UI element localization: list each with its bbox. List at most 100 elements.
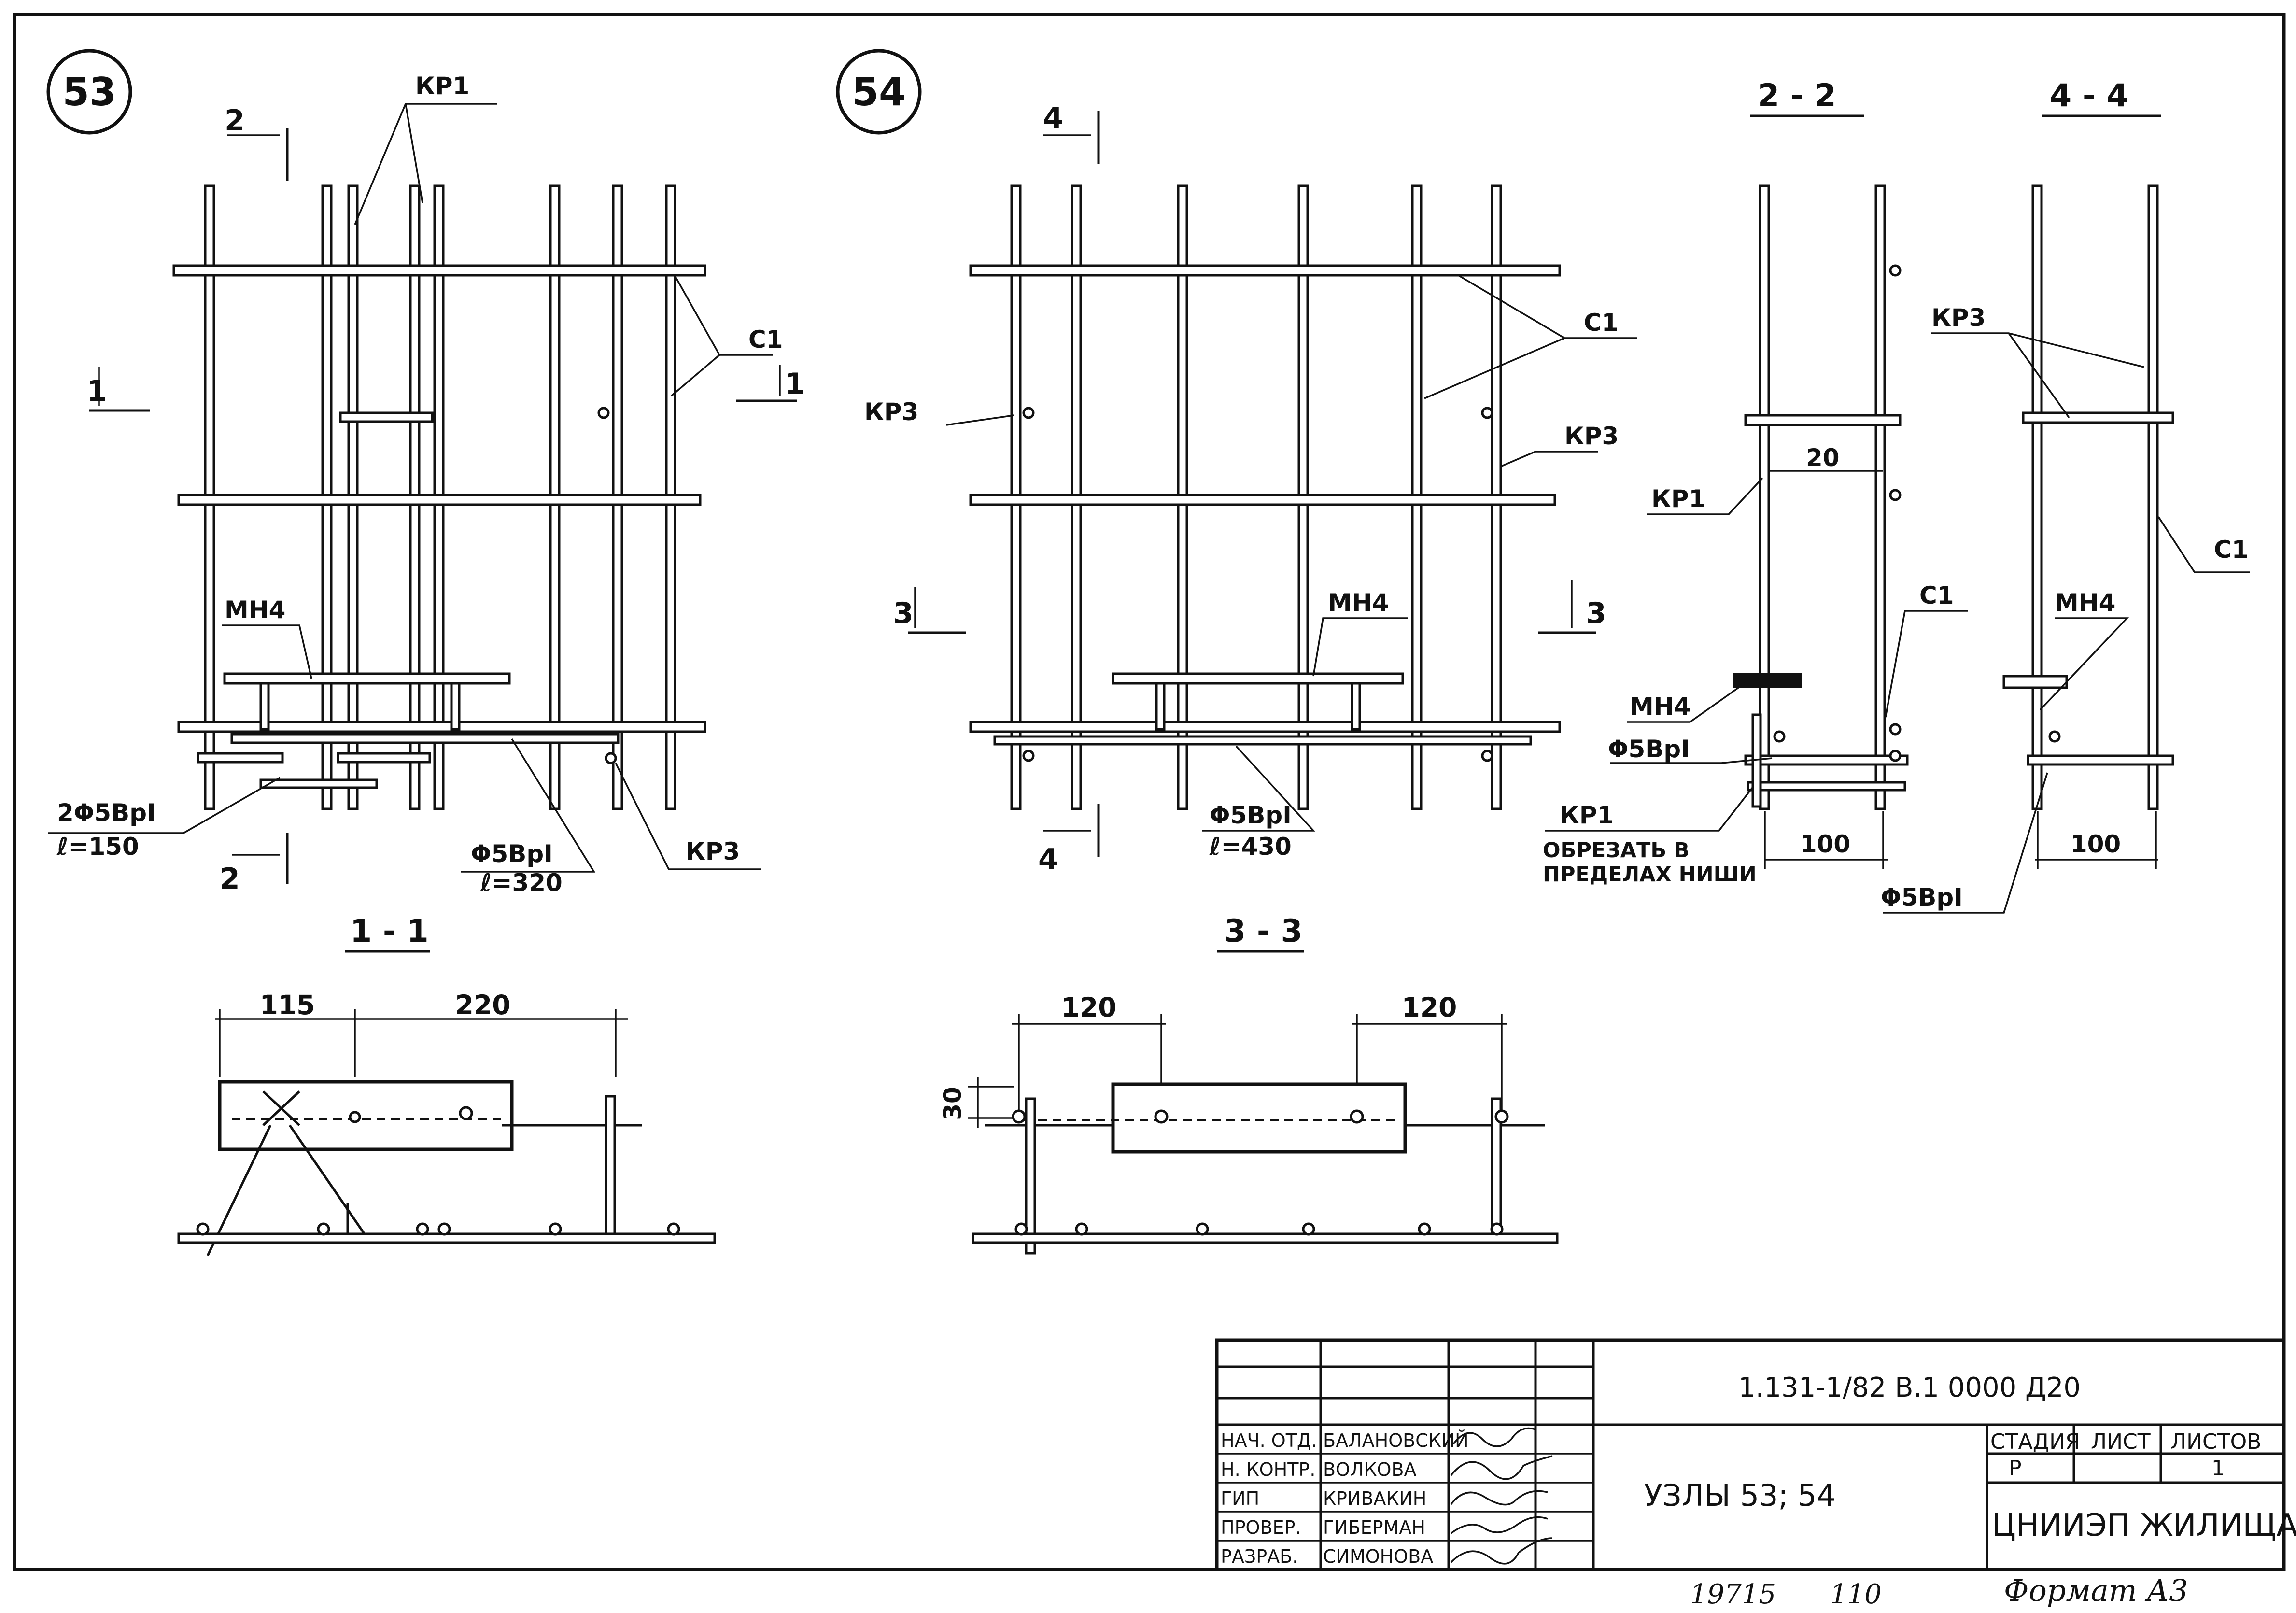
label-kp3-left: КР3 bbox=[864, 398, 918, 426]
rebar-section bbox=[1481, 407, 1493, 419]
rebar-phi5-l430 bbox=[993, 735, 1532, 746]
leader-mh4 bbox=[2039, 617, 2129, 711]
staff-role: РАЗРАБ. bbox=[1221, 1546, 1298, 1567]
leader-kp3 bbox=[946, 414, 1014, 426]
mesh-mh4-leg bbox=[1351, 682, 1361, 731]
rebar-vertical bbox=[2147, 184, 2159, 810]
label-c1: С1 bbox=[2214, 536, 2248, 564]
staff-name: ГИБЕРМАН bbox=[1323, 1517, 1425, 1538]
mesh-mh4-section bbox=[2002, 675, 2068, 689]
rebar-section bbox=[2048, 730, 2061, 743]
mesh-mh4 bbox=[223, 672, 511, 685]
rebar-section bbox=[1481, 750, 1493, 762]
section-title-3-3: 3 - 3 bbox=[1224, 913, 1303, 949]
doc-code: 1.131-1/82 В.1 0000 Д20 bbox=[1738, 1372, 2081, 1403]
rebar-section bbox=[1022, 750, 1035, 762]
rebar-section bbox=[1022, 407, 1035, 419]
col-sheet: ЛИСТ bbox=[2091, 1429, 2151, 1454]
rebar-short bbox=[259, 778, 378, 789]
label-kp1-cut-line2: ПРЕДЕЛАХ НИШИ bbox=[1543, 863, 1757, 887]
rebar-2phi5-l150 bbox=[337, 752, 431, 764]
staff-role: Н. КОНТР. bbox=[1221, 1459, 1315, 1480]
label-c1: С1 bbox=[1919, 581, 1954, 609]
label-2phi5: 2Φ5ВрI bbox=[57, 799, 156, 827]
label-kp1: КР1 bbox=[415, 72, 469, 100]
rebar-section bbox=[1196, 1222, 1209, 1236]
signature bbox=[1450, 1516, 1548, 1534]
mesh-mh4-leg bbox=[1155, 682, 1166, 731]
staff-name: КРИВАКИН bbox=[1323, 1488, 1426, 1509]
rebar-section bbox=[597, 407, 610, 419]
signature bbox=[1450, 1455, 1553, 1480]
rebar-horizontal bbox=[972, 1232, 1559, 1244]
rebar-section bbox=[1889, 723, 1902, 736]
leader-mh4 bbox=[222, 624, 312, 679]
leader-2phi5 bbox=[48, 777, 281, 834]
rebar-section bbox=[1012, 1109, 1026, 1124]
mesh-mh4 bbox=[1112, 672, 1404, 685]
rebar-section bbox=[1075, 1222, 1088, 1236]
dim-20: 20 bbox=[1806, 444, 1840, 472]
section-title-2-2: 2 - 2 bbox=[1758, 78, 1836, 114]
staff-name: СИМОНОВА bbox=[1323, 1546, 1433, 1567]
leader-c1 bbox=[670, 354, 720, 397]
rebar-section bbox=[437, 1222, 451, 1236]
section-3-3: 3 - 3 120 120 30 bbox=[939, 913, 1559, 1255]
leader-kp1-cut bbox=[1545, 786, 1754, 832]
cut-label-2-top: 2 bbox=[225, 104, 245, 138]
dim-30: 30 bbox=[939, 1087, 967, 1120]
rebar-section bbox=[1350, 1109, 1364, 1124]
rebar-section bbox=[1773, 730, 1786, 743]
leader-kp3 bbox=[2008, 332, 2070, 419]
node-53-badge-circle bbox=[46, 49, 132, 135]
mesh-mh4-leg bbox=[450, 682, 461, 731]
cut-label-4-bottom: 4 bbox=[1038, 843, 1058, 877]
rebar-horizontal bbox=[177, 494, 702, 506]
rebar-section bbox=[1889, 264, 1902, 277]
label-c1: С1 bbox=[748, 325, 783, 354]
section-1-1: 1 - 1 115 220 bbox=[177, 913, 716, 1257]
rebar-horizontal bbox=[969, 264, 1561, 277]
label-mh4: МН4 bbox=[1328, 589, 1389, 617]
leader-mh4 bbox=[1627, 680, 1749, 723]
rebar-vertical bbox=[1759, 184, 1770, 810]
dim-100: 100 bbox=[2071, 830, 2121, 858]
mesh-mh4-leg bbox=[259, 682, 270, 731]
mesh-mh4-section bbox=[1733, 673, 1802, 688]
rebar-horizontal bbox=[177, 721, 706, 733]
label-c1: С1 bbox=[1584, 309, 1618, 337]
leader-c1 bbox=[2157, 516, 2250, 573]
leader-kp3 bbox=[615, 763, 761, 870]
label-kp3: КР3 bbox=[1931, 304, 1986, 332]
leader-c1 bbox=[1424, 337, 1565, 399]
rebar-section bbox=[1490, 1222, 1504, 1236]
signature bbox=[1450, 1537, 1553, 1565]
label-mh4: МН4 bbox=[225, 596, 285, 624]
label-phi5: Φ5ВрI bbox=[1608, 735, 1690, 763]
rebar-section bbox=[549, 1222, 562, 1236]
rebar-section bbox=[1014, 1222, 1028, 1236]
staff-role: НАЧ. ОТД. bbox=[1221, 1430, 1317, 1451]
label-kp1: КР1 bbox=[1560, 801, 1614, 829]
label-kp3-right: КР3 bbox=[1564, 422, 1619, 450]
rebar-horizontal bbox=[1744, 414, 1902, 426]
dim-120-right: 120 bbox=[1402, 992, 1457, 1023]
staff-name: БАЛАНОВСКИЙ bbox=[1323, 1430, 1469, 1451]
leader-phi5 bbox=[1610, 757, 1773, 764]
cut-label-1-right: 1 bbox=[785, 367, 805, 401]
rebar-horizontal bbox=[172, 264, 706, 277]
label-phi5: Φ5ВрI bbox=[1881, 883, 1963, 911]
label-mh4: МН4 bbox=[2055, 589, 2115, 617]
label-l150: ℓ=150 bbox=[56, 833, 139, 861]
section-2-2: 2 - 2 20 КР1 С1 МН4 Φ5ВрI КР1 ОБРЕЗАТЬ В… bbox=[1543, 78, 1968, 887]
cut-label-1-left: 1 bbox=[87, 374, 107, 408]
rebar-section bbox=[1889, 750, 1902, 762]
sheet-frame bbox=[13, 13, 2286, 1571]
staff-name: ВОЛКОВА bbox=[1323, 1459, 1417, 1480]
leader-phi5-l320 bbox=[461, 738, 596, 873]
section-4-4: 4 - 4 КР3 С1 МН4 Φ5ВрI 100 bbox=[1881, 78, 2250, 914]
leader-kp3-right bbox=[1501, 451, 1598, 467]
rebar-2phi5-l150 bbox=[197, 752, 284, 764]
sheets-value: 1 bbox=[2211, 1456, 2225, 1481]
